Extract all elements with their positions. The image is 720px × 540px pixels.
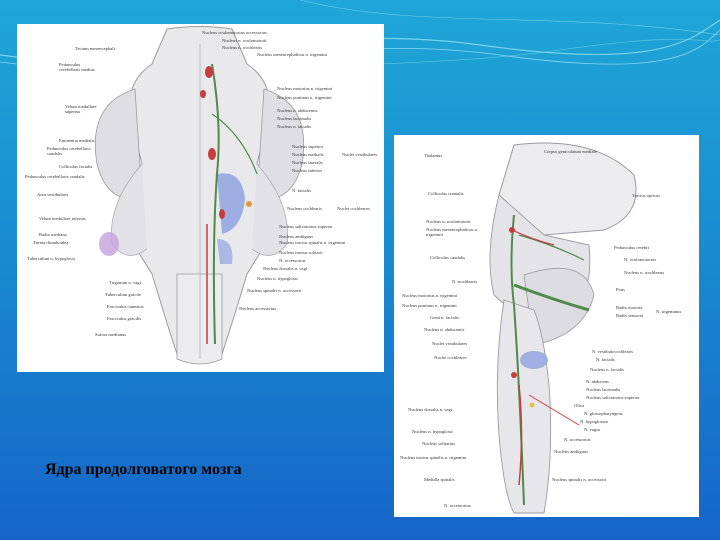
right-figure-label: N. trochlearis: [452, 279, 478, 284]
left-figure-label: Pedunculus cerebellaris caudalis: [25, 174, 85, 179]
left-figure-label: Colliculus facialis: [59, 164, 93, 169]
right-figure-label: Colliculus cranialis: [428, 191, 464, 196]
left-figure-label: Fasciculus cuneatus: [107, 304, 144, 309]
right-figure-label: Corpus geniculatum mediale: [544, 149, 597, 154]
right-figure-label: Thalamus: [424, 153, 443, 158]
right-figure-label: N. trigeminus: [656, 309, 682, 314]
right-figure-label: N. accessorius: [444, 503, 471, 508]
left-figure-label: Nucleus inferior: [292, 168, 322, 173]
right-figure-label: Colliculus caudalis: [430, 255, 466, 260]
left-figure-label: Nucleus n. facialis: [277, 124, 312, 129]
right-figure-label: N. facialis: [596, 357, 615, 362]
left-figure-label: Nucleus n. hypoglossi: [257, 276, 298, 281]
left-figure-label: Nucleus salivatorius superior: [279, 224, 333, 229]
left-figure-label: Trigonum n. vagi: [109, 280, 141, 285]
right-figure-label: Nucleus tractus spinalis n. trigemini: [400, 455, 467, 460]
left-figure-label: N. accessorius: [279, 258, 306, 263]
right-figure-label: Nuclei vestibulares: [432, 341, 468, 346]
left-figure-label: Nucleus tractus spinalis n. trigemini: [279, 240, 346, 245]
left-figure-label: Nuclei vestibulares: [342, 152, 378, 157]
left-figure-label: Tuberculum n. hypoglossi: [27, 256, 75, 261]
right-figure-label: N. hypoglossus: [580, 419, 609, 424]
brainstem-dorsal-illustration: [94, 26, 305, 365]
right-figure-label: Nucleus dorsalis n. vagi: [408, 407, 453, 412]
left-figure-label: Radix mediana: [39, 232, 67, 237]
right-figure-label: Oliva: [574, 403, 585, 408]
left-figure-label: Nucleus accessorius: [239, 306, 277, 311]
left-figure-label: Nucleus n. abducentis: [277, 108, 318, 113]
right-figure-label: Tractus opticus: [632, 193, 661, 198]
left-figure-label: Nucleus oculomotorius accessorius: [202, 30, 267, 35]
brainstem-lateral-illustration: [489, 142, 637, 514]
right-figure-label: Nucleus n. hypoglossi: [412, 429, 453, 434]
left-figure-label: Pedunculus cerebellaris caudalis: [47, 146, 91, 156]
brainstem-lateral-view-figure: Thalamus Corpus geniculatum mediale Trac…: [394, 135, 699, 517]
right-figure-label: Radix sensoria: [616, 313, 644, 318]
left-figure-label: Eminentia medialis: [59, 138, 95, 143]
right-figure-label: Nucleus lacrimalis: [586, 387, 621, 392]
left-figure-label: Tuberculum gracile: [105, 292, 141, 297]
right-figure-label: Pedunculus cerebri: [614, 245, 650, 250]
left-figure-label: Nuclei cochleares: [337, 206, 370, 211]
right-figure-label: N. vagus: [584, 427, 601, 432]
left-figure-label: Nucleus mesencephalicus n. trigemini: [257, 52, 327, 57]
slide-caption: Ядра продолговатого мозга: [45, 461, 242, 478]
right-figure-label: N. vestibulocochlearis: [592, 349, 634, 354]
left-figure-label: Velum medullare inferius: [39, 216, 86, 221]
left-figure-label: Fasciculus gracilis: [107, 316, 142, 321]
right-figure-label: Nucleus n. trochlearis: [624, 270, 665, 275]
left-figure-label: Nucleus n. trochlearis: [222, 45, 263, 50]
left-figure-label: N. facialis: [292, 188, 311, 193]
right-figure-label: N. oculomotorius: [624, 257, 657, 262]
left-figure-label: Velum medullare superius: [65, 104, 97, 114]
left-figure-label: Area vestibularis: [37, 192, 69, 197]
left-figure-label: Sulcus medianus: [95, 332, 127, 337]
right-figure-label: Nucleus solitarius: [422, 441, 456, 446]
right-figure-label: Pons: [616, 287, 625, 292]
right-figure-label: Radix motoria: [616, 305, 643, 310]
left-figure-label: Taenia rhomboidea: [33, 240, 69, 245]
right-figure-label: Nucleus salivatorius superior: [586, 395, 640, 400]
right-figure-label: Nucleus n. abducentis: [424, 327, 465, 332]
right-figure-label: Genu n. facialis: [430, 315, 459, 320]
right-figure-label: N. abducens: [586, 379, 609, 384]
left-figure-label: Nucleus ambiguus: [279, 234, 314, 239]
right-figure-label: Nucleus pontinus n. trigemini: [402, 303, 457, 308]
right-figure-label: Nucleus motorius n. trigemini: [402, 293, 458, 298]
left-figure-label: Pedunculus cerebellaris medius: [59, 62, 95, 72]
right-figure-label: Nucleus spinalis n. accessorii: [552, 477, 607, 482]
left-figure-label: Nucleus cochlearis: [287, 206, 322, 211]
right-figure-label: Nucleus ambiguus: [554, 449, 589, 454]
left-figure-label: Nucleus dorsalis n. vagi: [263, 266, 308, 271]
right-figure-label: N. accessorius: [564, 437, 591, 442]
right-figure-label: Nucleus mesencephalicus n. trigemini: [426, 227, 478, 237]
left-figure-label: Nucleus n. oculomotorii: [222, 38, 267, 43]
left-figure-label: Nucleus spinalis n. accessorii: [247, 288, 302, 293]
right-figure-label: Nuclei cochleares: [434, 355, 467, 360]
left-figure-label: Nucleus lateralis: [292, 160, 323, 165]
right-figure-label: Nucleus n. oculomotorii: [426, 219, 471, 224]
brainstem-dorsal-view-figure: Tectum mesencephali Pedunculus cerebella…: [17, 24, 384, 372]
left-figure-label: Nucleus superior: [292, 144, 324, 149]
right-figure-label: N. glossopharyngeus: [584, 411, 623, 416]
left-figure-label: Nucleus motorius n. trigemini: [277, 86, 333, 91]
left-figure-label: Nucleus lacrimalis: [277, 116, 312, 121]
left-figure-label: Nucleus pontinus n. trigemini: [277, 95, 332, 100]
right-figure-label: Medulla spinalis: [424, 477, 455, 482]
left-figure-label: Tectum mesencephali: [75, 46, 115, 51]
left-figure-label: Nucleus medialis: [292, 152, 324, 157]
left-figure-label: Nucleus tractus solitarii: [279, 250, 323, 255]
right-figure-label: Nucleus n. facialis: [590, 367, 625, 372]
